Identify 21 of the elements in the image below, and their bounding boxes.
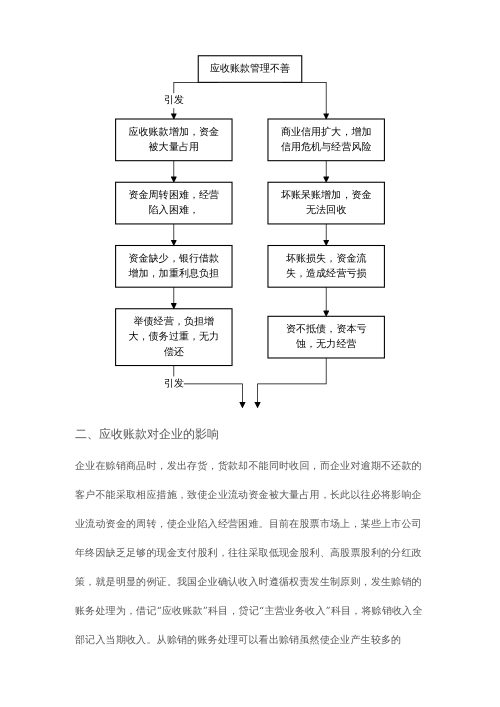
node-box: 资不抵债，资本亏蚀，无力经营 [267,316,385,359]
node-box: 应收账款管理不善 [198,55,302,83]
node-box: 举债经营，负担增大，债务过重，无力偿还 [115,308,233,366]
arrow [170,224,177,246]
section-heading: 二、应收账款对企业的影响 [75,426,220,443]
edge-label: 引发 [164,94,184,106]
node-box: 应收账款增加，资金被大量占用 [115,118,233,162]
arrow [323,160,330,183]
arrow [323,286,330,317]
node-box: 资金缺少，银行借款增加，加重利息负担 [115,244,233,288]
node-box: 坏账呆账增加，资金无法回收 [267,182,385,224]
edge-label: 引发 [164,378,184,390]
arrow [170,286,177,310]
arrow [170,160,177,183]
node-box: 资金周转困难，经营陷入困难， [115,182,233,224]
node-box: 坏账损失，资金流失，造成经营亏损 [267,244,385,288]
arrow [323,224,330,246]
arrow [173,365,246,408]
body-paragraph: 企业在赊销商品时，发出存货，货款却不能同时收回，而企业对逾期不还款的客户不能采取相应措施，致使企业流动资金被大量占用，长此以往必将影响企业流动资金的周转，使企业陷入经营困难。目前在股票市场上，某些上市公司年终因缺乏足够的现金支付股利，往往采取低现金股利、高股票股利的分红政策，就是明显的例证。我国企业确认收入时遵循权责发生制原则，发生赊销的账务处理为，借记“应收账款”科目，贷记“主营业务收入”科目，将赊销收入全部记入当期收入。从赊销的账务处理可以看出赊销虽然使企业产生较多的 [75,460,424,648]
arrow [254,358,327,408]
node-box: 商业信用扩大，增加信用危机与经营风险 [267,118,385,162]
